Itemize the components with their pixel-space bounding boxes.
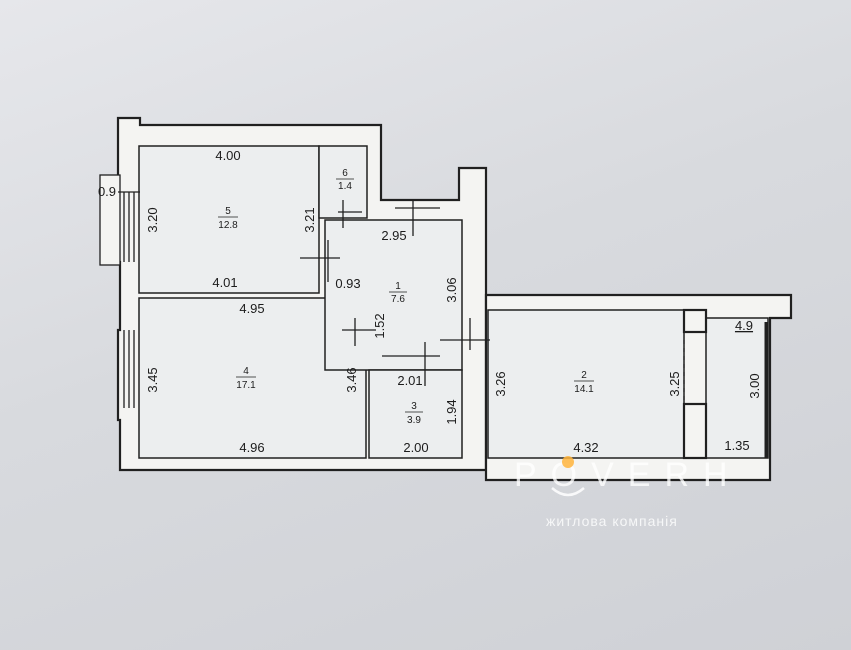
room-label-4: 4 17.1 bbox=[236, 366, 256, 391]
svg-text:14.1: 14.1 bbox=[574, 384, 594, 395]
dim-r4-left: 3.45 bbox=[145, 367, 160, 392]
dim-r2-left: 3.26 bbox=[493, 371, 508, 396]
room-3-floor bbox=[368, 369, 463, 459]
svg-text:5: 5 bbox=[225, 206, 231, 217]
dim-r2-right: 3.25 bbox=[667, 371, 682, 396]
dim-balcony-bottom: 1.35 bbox=[724, 438, 749, 453]
dim-r5-bottom: 4.01 bbox=[212, 275, 237, 290]
dim-r3-top: 2.01 bbox=[397, 373, 422, 388]
svg-text:3: 3 bbox=[411, 401, 417, 412]
svg-text:1.4: 1.4 bbox=[338, 181, 352, 192]
dim-r5-right: 3.21 bbox=[302, 207, 317, 232]
dim-r3-right: 1.94 bbox=[444, 399, 459, 424]
logo-smile-icon bbox=[551, 487, 585, 497]
dim-r1-height: 1.52 bbox=[372, 313, 387, 338]
dim-window-left: 0.9 bbox=[98, 184, 116, 199]
dim-balcony-top: 4.9 bbox=[735, 318, 753, 333]
svg-text:3.9: 3.9 bbox=[407, 415, 421, 426]
dim-r4-right: 3.46 bbox=[344, 367, 359, 392]
dim-r4-top: 4.95 bbox=[239, 301, 264, 316]
logo-sun-icon bbox=[562, 456, 574, 468]
dim-r4-bottom: 4.96 bbox=[239, 440, 264, 455]
svg-text:4: 4 bbox=[243, 366, 249, 377]
room-label-1: 1 7.6 bbox=[389, 281, 407, 305]
room-label-5: 5 12.8 bbox=[218, 206, 238, 231]
svg-text:17.1: 17.1 bbox=[236, 380, 256, 391]
svg-text:1: 1 bbox=[395, 281, 401, 292]
dim-balcony-right: 3.00 bbox=[747, 373, 762, 398]
dim-r1-top: 2.95 bbox=[381, 228, 406, 243]
room-5-floor bbox=[138, 145, 320, 294]
watermark-brand: POVERH bbox=[514, 456, 742, 494]
room-label-3: 3 3.9 bbox=[405, 401, 423, 426]
dim-r3-bottom: 2.00 bbox=[403, 440, 428, 455]
door-marks bbox=[300, 200, 490, 386]
balcony-floor bbox=[705, 317, 769, 459]
svg-text:12.8: 12.8 bbox=[218, 220, 238, 231]
dim-r1-right: 3.06 bbox=[444, 277, 459, 302]
dim-r5-left: 3.20 bbox=[145, 207, 160, 232]
svg-text:6: 6 bbox=[342, 168, 348, 179]
svg-text:2: 2 bbox=[581, 370, 587, 381]
dim-r5-top: 4.00 bbox=[215, 148, 240, 163]
window-left-lower bbox=[123, 330, 135, 408]
partition-bottom bbox=[682, 402, 708, 460]
svg-text:7.6: 7.6 bbox=[391, 294, 405, 305]
dim-r2-bottom: 4.32 bbox=[573, 440, 598, 455]
partition-top bbox=[682, 308, 708, 334]
watermark-tagline: житлова компанія bbox=[546, 513, 678, 529]
dim-r1-gap: 0.93 bbox=[335, 276, 360, 291]
room-label-6: 6 1.4 bbox=[336, 168, 354, 192]
watermark-logo: POVERH житлова компанія bbox=[514, 456, 742, 529]
room-1-floor bbox=[324, 219, 463, 371]
window-left-upper bbox=[99, 174, 140, 266]
room-label-2: 2 14.1 bbox=[574, 370, 594, 395]
